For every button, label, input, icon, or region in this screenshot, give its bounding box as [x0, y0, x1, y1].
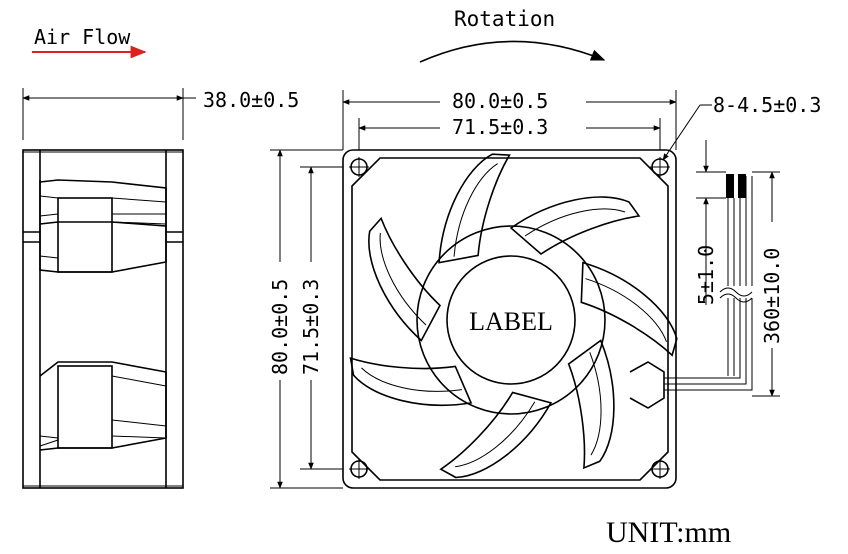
cable-grommet — [629, 361, 665, 409]
mount-holes-dimension-text: 8-4.5±0.3 — [713, 93, 821, 117]
fan-frame — [342, 149, 677, 489]
blade-opening — [351, 157, 669, 481]
fan-blade — [439, 391, 553, 479]
fan-blade — [509, 196, 641, 256]
outer-height-dimension-text: 80.0±0.5 — [268, 279, 292, 375]
lead-wire-detail: 5±1.0 360±10.0 — [694, 140, 784, 397]
strip-length-dimension-text: 5±1.0 — [694, 245, 718, 305]
fan-blade — [349, 357, 473, 406]
mounting-holes — [349, 157, 670, 479]
side-view-outline — [22, 149, 184, 489]
fan-hub-inner — [446, 255, 576, 385]
fan-blade — [438, 153, 511, 264]
fan-blade-edge — [379, 232, 427, 326]
air-flow-label: Air Flow — [34, 25, 131, 49]
wire-tip-right — [738, 174, 746, 198]
hole-pitch-height-dimension-text: 71.5±0.3 — [299, 279, 323, 375]
side-view: 38.0±0.5 — [22, 88, 299, 489]
outer-width-dimension-text: 80.0±0.5 — [452, 89, 548, 113]
lead-length-dimension-text: 360±10.0 — [760, 248, 784, 344]
front-view: 80.0±0.5 71.5±0.3 8-4.5±0.3 80.0±0.5 71.… — [268, 86, 821, 489]
rotation-label: Rotation — [454, 7, 555, 31]
fan-blade — [580, 261, 678, 357]
rotation-arrow — [419, 40, 606, 63]
fan-hub-outer — [416, 225, 606, 415]
hub-label-text: LABEL — [469, 307, 553, 336]
thickness-dimension-text: 38.0±0.5 — [203, 88, 299, 112]
unit-label: UNIT:mm — [606, 516, 731, 549]
wire-tip-left — [726, 174, 734, 198]
hole-pitch-width-dimension-text: 71.5±0.3 — [452, 115, 548, 139]
fan-blade-edge — [361, 367, 463, 392]
fan-blade — [368, 216, 441, 342]
fan-blade-edge — [453, 163, 498, 257]
fan-blade — [567, 339, 615, 470]
